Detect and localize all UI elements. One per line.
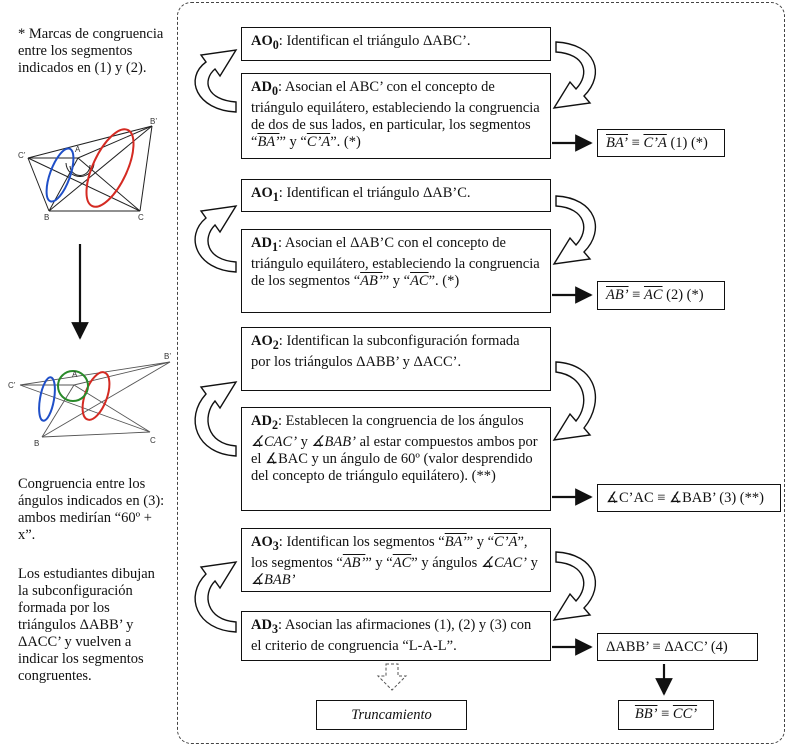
- fig2-label-c: C: [150, 436, 156, 445]
- note-students-draw: Los estudiantes dibujan la subconfigurac…: [18, 566, 155, 684]
- fig1-label-b: B: [44, 213, 49, 222]
- truncation-box: Truncamiento: [316, 700, 467, 730]
- result-4: ΔABB’ ≡ ΔACC’ (4): [597, 633, 758, 661]
- arrow-ad2-to-ao2-icon: [194, 381, 238, 457]
- result-2: AB’ ≡ AC (2) (*): [597, 281, 725, 310]
- truncation-arrow-icon: [376, 663, 408, 691]
- ao1-box: AO1: Identifican el triángulo ΔAB’C.: [241, 179, 551, 212]
- ao2-box: AO2: Identifican la subconfiguración for…: [241, 327, 551, 391]
- arrow-ad3-to-ao3-icon: [194, 561, 238, 633]
- fig1-label-a: A: [75, 145, 81, 154]
- arrow-ao2-to-ad2-icon: [552, 361, 597, 441]
- result-arrows: [552, 134, 673, 696]
- fig2-label-b-prime: B’: [164, 352, 171, 361]
- arrow-ad1-to-ao1-icon: [194, 205, 238, 273]
- result-1: BA’ ≡ C’A (1) (*): [597, 129, 725, 157]
- ao3-box: AO3: Identifican los segmentos “BA’” y “…: [241, 528, 551, 592]
- arrow-ao0-to-ad0-icon: [552, 41, 597, 109]
- arrow-ad0-to-ao0-icon: [194, 49, 238, 113]
- final-result: BB’ ≡ CC’: [618, 700, 714, 730]
- ad3-box: AD3: Asocian las afirmaciones (1), (2) y…: [241, 611, 551, 661]
- fig2-label-a: A: [72, 370, 78, 379]
- figure-triangles-2: [19, 361, 171, 438]
- fig2-label-c-prime: C’: [8, 381, 16, 390]
- arrow-ao3-to-ad3-icon: [552, 551, 597, 621]
- fig2-label-b: B: [34, 439, 39, 448]
- ad2-box: AD2: Establecen la congruencia de los án…: [241, 407, 551, 511]
- ao0-box: AO0: Identifican el triángulo ΔABC’.: [241, 27, 551, 61]
- ad0-box: AD0: Asocian el ABC’ con el concepto de …: [241, 73, 551, 159]
- ad1-box: AD1: Asocian el ΔAB’C con el concepto de…: [241, 229, 551, 313]
- fig1-label-c-prime: C’: [18, 151, 26, 160]
- cycle-arrows: [194, 41, 597, 633]
- note-angle-congruence: Congruencia entre los ángulos indicados …: [18, 476, 165, 543]
- process-frame: [177, 2, 785, 744]
- note-congruence-marks: * Marcas de congruencia entre los segmen…: [18, 26, 164, 76]
- arrow-ao1-to-ad1-icon: [552, 195, 597, 265]
- fig1-label-b-prime: B’: [150, 117, 157, 126]
- fig1-label-c: C: [138, 213, 144, 222]
- figure-triangles-1: [27, 125, 153, 212]
- result-3: ∡C’AC ≡ ∡BAB’ (3) (**): [597, 484, 781, 512]
